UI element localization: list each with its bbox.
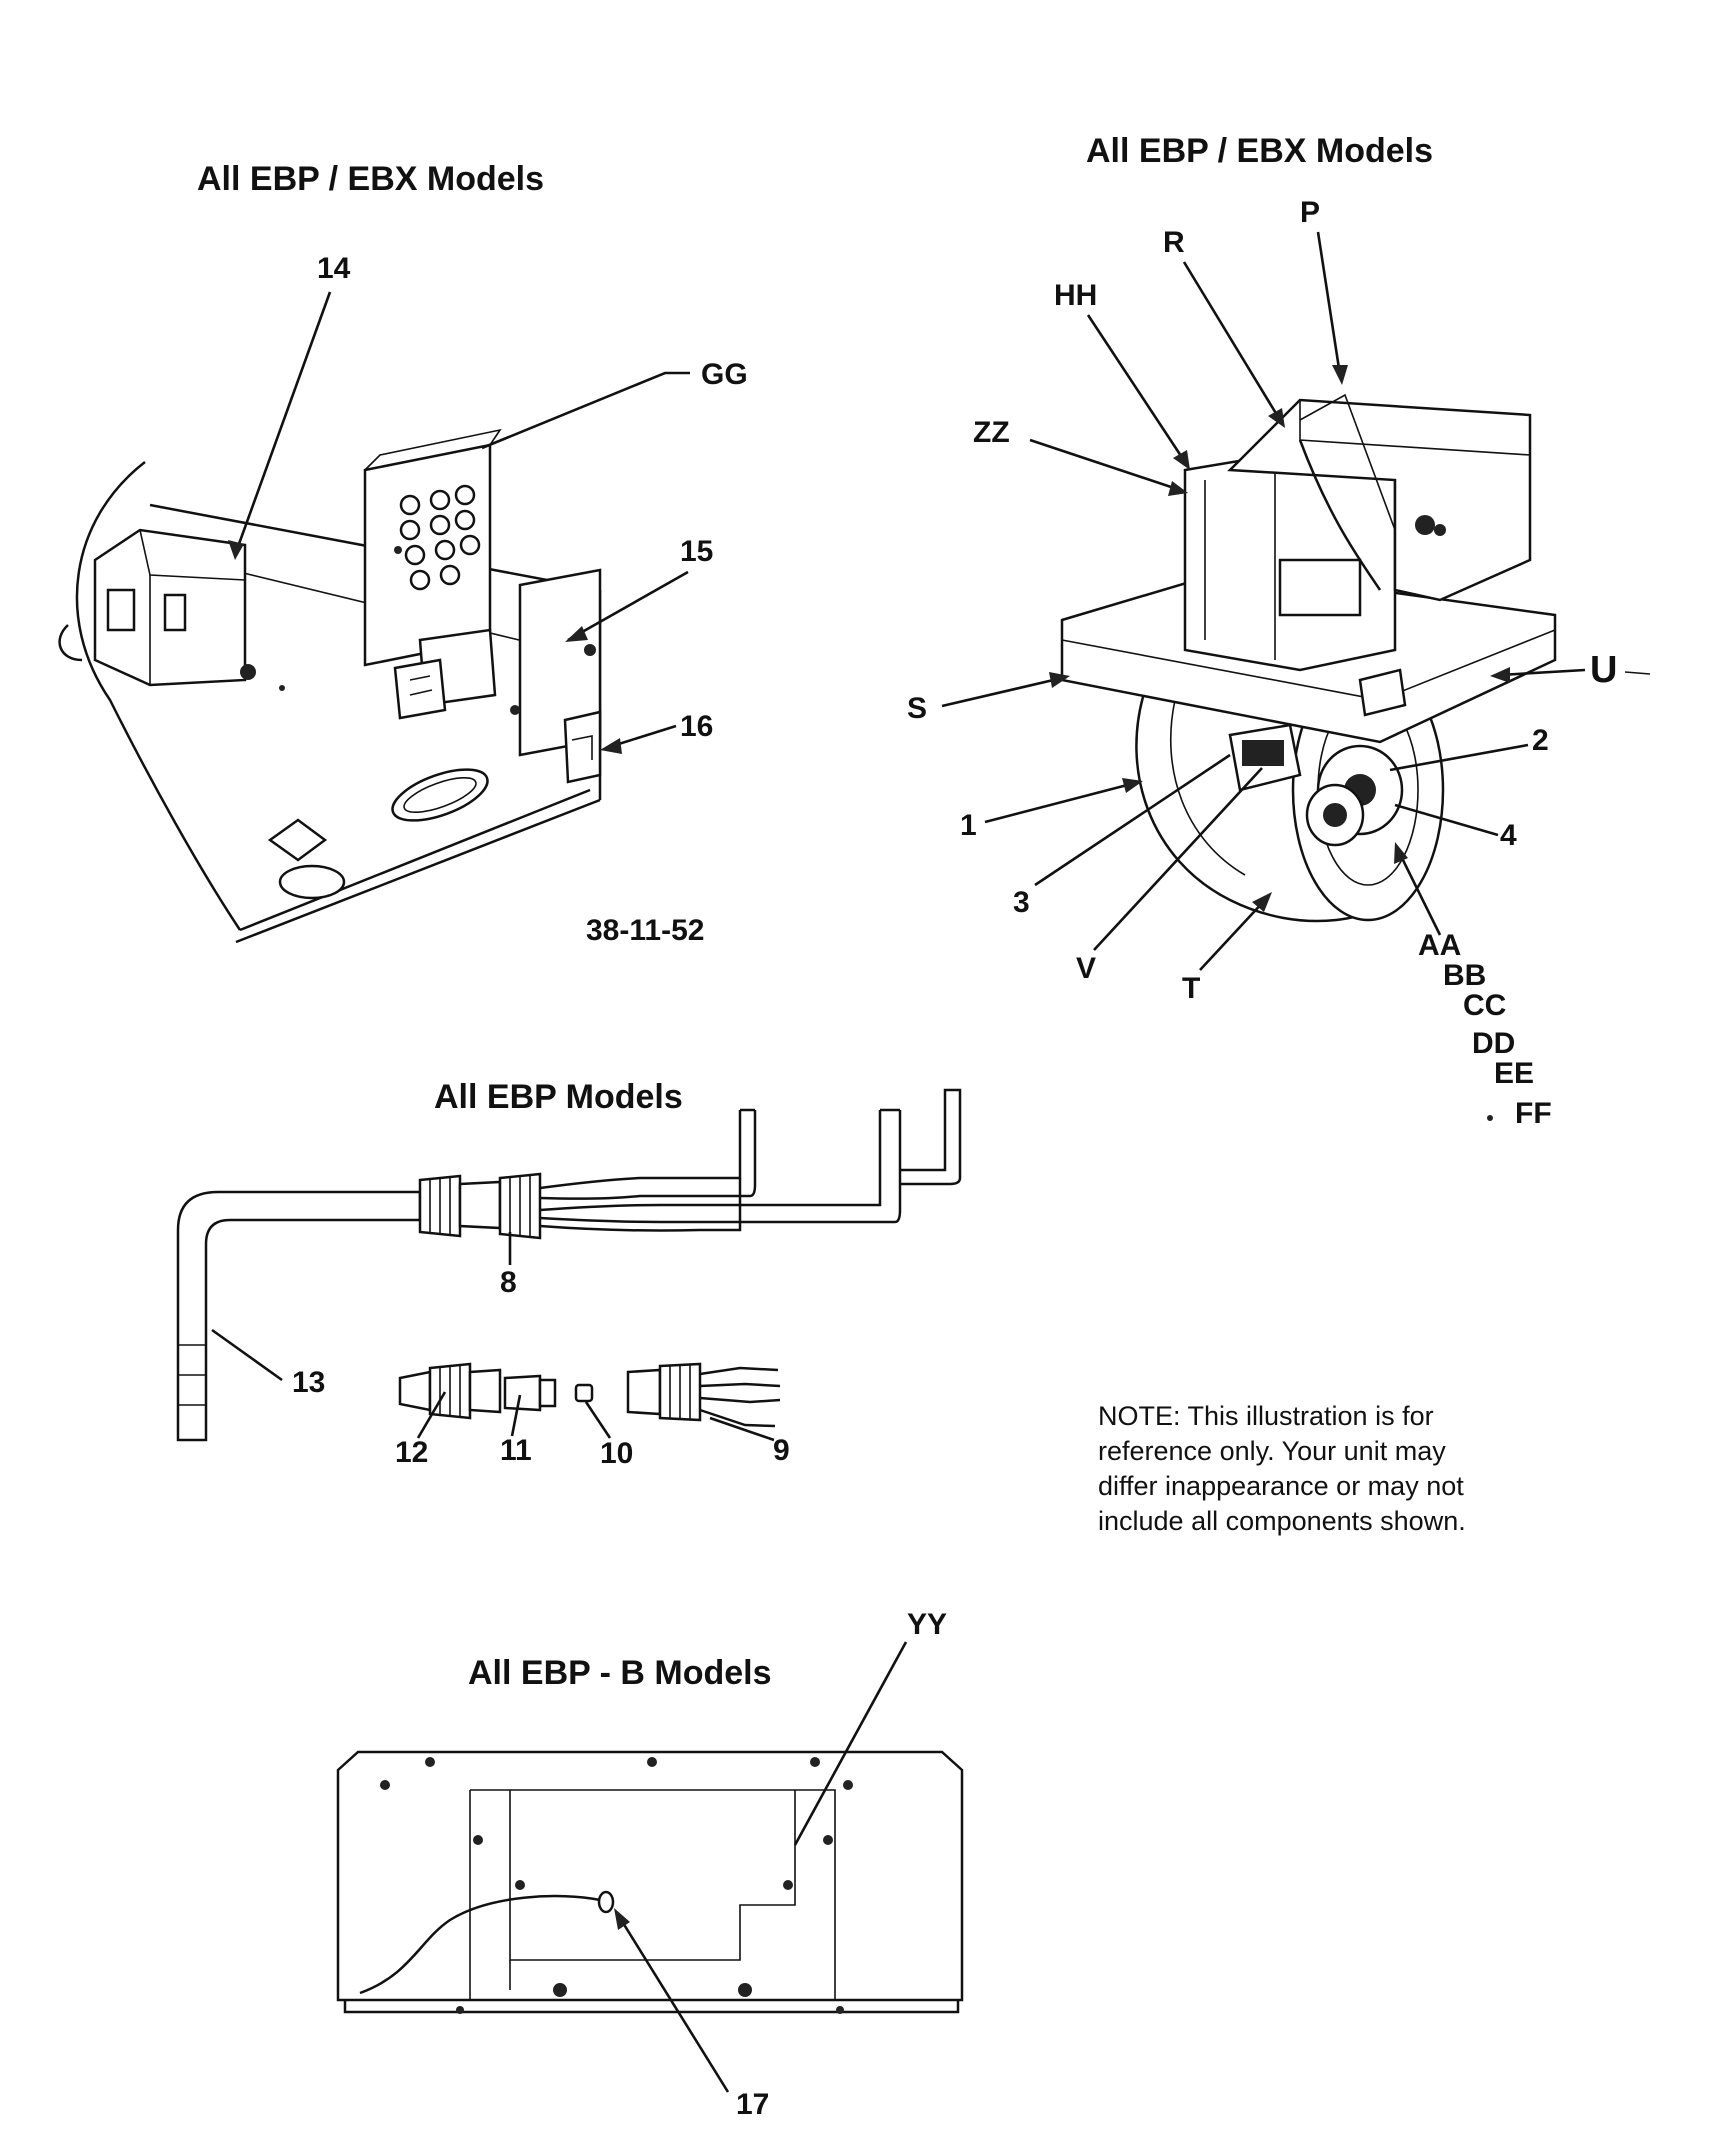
- arrow-1: [1122, 778, 1143, 793]
- leader-S: [941, 676, 1063, 708]
- back-panel-assembly: [336, 1750, 964, 2014]
- arrow-P: [1332, 365, 1348, 385]
- leader-14: [233, 291, 332, 556]
- leader-15: [567, 570, 689, 642]
- callout-FF: FF: [1515, 1097, 1552, 1130]
- leader-3: [1034, 753, 1231, 887]
- note-line-1: NOTE: This illustration is for: [1098, 1401, 1434, 1431]
- control-panel-assembly: [58, 428, 602, 944]
- leader-11: [510, 1394, 522, 1437]
- leader-R: [1182, 261, 1282, 421]
- callout-AA: AA: [1418, 929, 1461, 962]
- leader-V: [1093, 767, 1263, 951]
- arrow-16: [600, 738, 622, 754]
- callout-BB: BB: [1443, 959, 1486, 992]
- title-top-right: All EBP / EBX Models: [1086, 132, 1433, 170]
- title-bottom: All EBP - B Models: [468, 1654, 772, 1692]
- stray-dot: [1487, 1115, 1493, 1121]
- callout-11: 11: [500, 1434, 532, 1467]
- callout-13: 13: [292, 1366, 325, 1399]
- arrow-14: [228, 540, 244, 560]
- arrow-ZZ: [1168, 481, 1188, 496]
- note-line-4: include all components shown.: [1098, 1506, 1466, 1536]
- callout-8: 8: [500, 1266, 517, 1299]
- leader-9: [709, 1416, 775, 1442]
- callout-17: 17: [736, 2088, 769, 2121]
- drawing-number: 38-11-52: [586, 914, 704, 947]
- leader-12: [416, 1391, 447, 1439]
- leader-17: [618, 1917, 730, 2093]
- callout-YY: YY: [907, 1608, 947, 1641]
- callout-S: S: [907, 692, 927, 725]
- arrow-R: [1268, 408, 1285, 428]
- callout-CC: CC: [1463, 989, 1506, 1022]
- callout-1: 1: [960, 809, 977, 842]
- callout-DD: DD: [1472, 1027, 1515, 1060]
- callout-V: V: [1076, 952, 1096, 985]
- reference-note: NOTE: This illustration is for reference…: [1098, 1401, 1466, 1536]
- leader-U: [1499, 668, 1586, 677]
- arrow-S: [1049, 672, 1070, 688]
- callout-EE: EE: [1494, 1057, 1534, 1090]
- leader-P: [1316, 231, 1342, 376]
- leader-1: [984, 781, 1136, 824]
- callout-4: 4: [1500, 819, 1517, 852]
- leader-10: [584, 1401, 612, 1439]
- callout-ZZ: ZZ: [973, 416, 1010, 449]
- callout-16: 16: [680, 710, 713, 743]
- leader-2: [1389, 743, 1529, 772]
- arrow-T: [1252, 892, 1272, 912]
- margin-tick-right: [1624, 671, 1651, 675]
- callout-10: 10: [600, 1437, 633, 1470]
- callout-12: 12: [395, 1436, 428, 1469]
- callout-T: T: [1182, 972, 1200, 1005]
- callout-U: U: [1590, 649, 1617, 691]
- leader-ZZ: [1029, 438, 1181, 492]
- callout-3: 3: [1013, 886, 1030, 919]
- title-middle: All EBP Models: [434, 1078, 683, 1116]
- leader-AA: [1396, 849, 1442, 936]
- terminal-holes: [394, 484, 481, 591]
- callout-15: 15: [680, 535, 713, 568]
- arrow-U: [1490, 667, 1510, 683]
- leader-HH: [1086, 314, 1187, 463]
- arrow-17: [614, 1908, 630, 1930]
- callout-GG: GG: [701, 358, 748, 391]
- leader-T: [1199, 899, 1266, 971]
- leader-GG: [481, 371, 690, 450]
- note-line-3: differ inappearance or may not: [1098, 1471, 1464, 1501]
- note-line-2: reference only. Your unit may: [1098, 1436, 1446, 1466]
- callout-9: 9: [773, 1434, 790, 1467]
- callout-P: P: [1300, 196, 1320, 229]
- refrigerant-tubing-assembly: [176, 1088, 962, 1442]
- leader-4: [1394, 803, 1499, 837]
- title-top-left: All EBP / EBX Models: [197, 160, 544, 198]
- callout-2: 2: [1532, 724, 1549, 757]
- arrow-AA: [1394, 842, 1408, 864]
- callout-14: 14: [317, 252, 351, 285]
- callout-HH: HH: [1054, 279, 1097, 312]
- leader-13: [211, 1328, 283, 1382]
- blower-assembly: [1060, 393, 1557, 923]
- callout-R: R: [1163, 226, 1185, 259]
- arrow-15: [565, 626, 588, 642]
- arrow-HH: [1173, 450, 1190, 470]
- leader-YY: [793, 1641, 908, 1846]
